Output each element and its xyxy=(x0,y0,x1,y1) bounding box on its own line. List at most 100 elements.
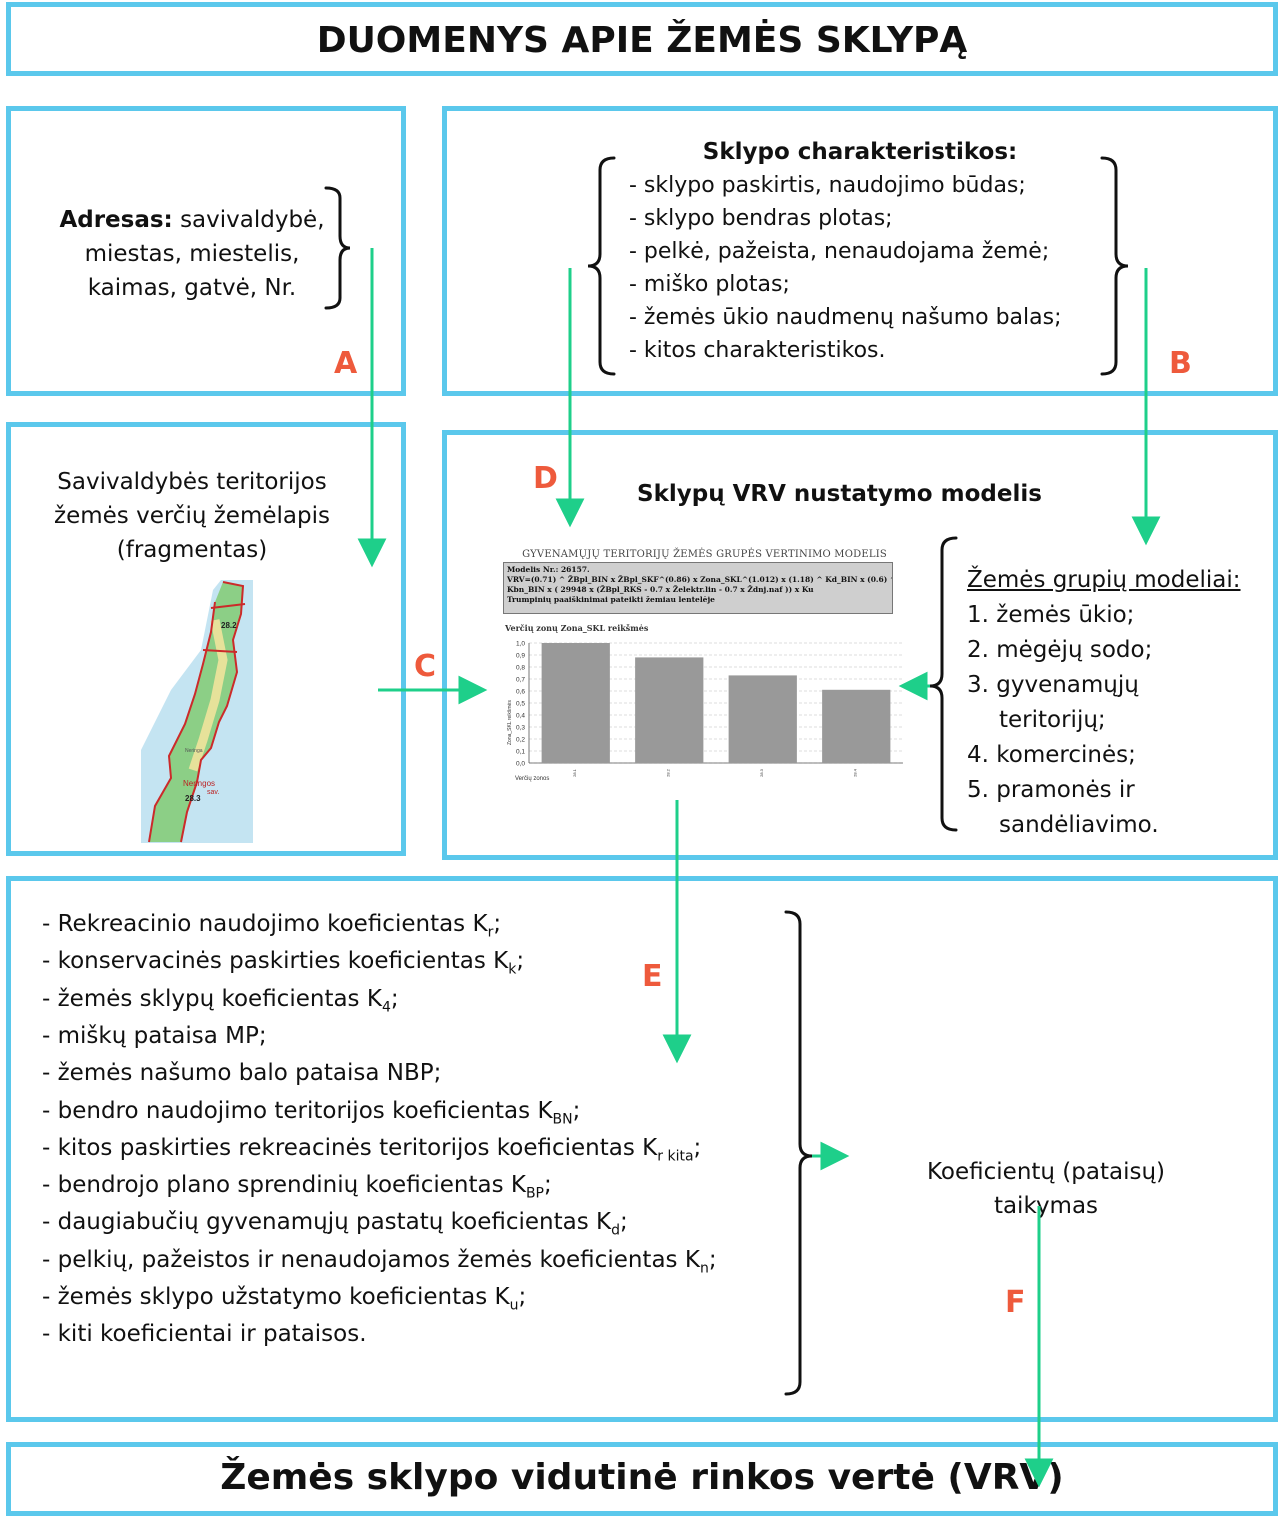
chart-bar xyxy=(822,689,891,763)
coefficient-end: ; xyxy=(620,1209,628,1236)
model-formula-line2: VRV=(0.71) ^ ŽBpl_BIN x ŽBpl_SKF^(0.86) … xyxy=(507,575,893,584)
address-bracket xyxy=(324,186,351,310)
coefficient-text: - kitos paskirties rekreacinės teritorij… xyxy=(42,1134,658,1161)
arrow-f-head xyxy=(1024,1458,1054,1488)
characteristics-title: Sklypo charakteristikos: xyxy=(702,139,1018,165)
coefficient-end: ; xyxy=(390,985,399,1012)
chart-y-axis-label: Zona_SKL reikšmės xyxy=(507,700,513,745)
header-box: DUOMENYS APIE ŽEMĖS SKLYPĄ xyxy=(6,2,1278,76)
coefficient-item: - pelkių, pažeistos ir nenaudojamos žemė… xyxy=(42,1247,717,1277)
coefficient-text: - Rekreacinio naudojimo koeficientas K xyxy=(42,911,488,937)
map-title-line2: žemės verčių žemėlapis xyxy=(54,503,330,529)
coefficient-text: - kiti koeficientai ir pataisos. xyxy=(42,1321,367,1348)
chart-x-tick-label: 28.2 xyxy=(665,768,670,777)
land-group-3b: teritorijų; xyxy=(999,707,1106,733)
coefficients-bracket xyxy=(784,910,813,1396)
coefficients-box: - Rekreacinio naudojimo koeficientas Kr;… xyxy=(6,876,1278,1422)
coefficient-end: ; xyxy=(516,948,525,975)
land-groups: Žemės grupių modeliai: 1. žemės ūkio; 2.… xyxy=(967,563,1241,843)
coefficient-text: - konservacinės paskirties koeficientas … xyxy=(42,948,509,975)
chart-y-tick-label: 0,3 xyxy=(516,725,525,732)
coefficient-subscript: BP xyxy=(525,1185,544,1202)
characteristics-list: - sklypo paskirtis, naudojimo būdas; - s… xyxy=(629,169,1062,367)
coefficient-end: ; xyxy=(493,911,502,937)
chart-y-tick-label: 0,5 xyxy=(516,701,525,708)
chart-bar xyxy=(635,657,704,763)
coefficient-end: ; xyxy=(572,1097,581,1124)
coefficient-text: - žemės sklypų koeficientas K xyxy=(42,985,382,1012)
model-panel: GYVENAMŲJŲ TERITORIJŲ ŽEMĖS GRUPĖS VERTI… xyxy=(503,543,906,808)
chart-y-tick-label: 0,4 xyxy=(516,713,525,720)
coefficient-end: ; xyxy=(708,1246,717,1273)
land-group-1: 1. žemės ūkio; xyxy=(967,602,1135,628)
char-item-4: - miško plotas; xyxy=(629,272,790,297)
char-item-2: - sklypo bendras plotas; xyxy=(629,206,893,231)
land-group-5: 5. pramonės ir xyxy=(967,777,1135,803)
chart-bar xyxy=(728,675,797,763)
characteristics-right-bracket xyxy=(1100,156,1129,376)
coefficient-text: - bendrojo plano sprendinių koeficientas… xyxy=(42,1172,526,1199)
chart-y-tick-label: 0,6 xyxy=(516,689,525,696)
arrow-c-head xyxy=(458,675,488,705)
model-formula-line1: Modelis Nr.: 26157. xyxy=(507,565,590,574)
coefficient-item: - miškų pataisa MP; xyxy=(42,1023,267,1049)
coefficient-text: - daugiabučių gyvenamųjų pastatų koefici… xyxy=(42,1209,612,1236)
apply-line1: Koeficientų (pataisų) xyxy=(926,1159,1166,1185)
map-label-sav: sav. xyxy=(207,789,219,796)
arrow-b-head xyxy=(1131,516,1161,546)
char-item-6: - kitos charakteristikos. xyxy=(629,338,886,363)
apply-line2: taikymas xyxy=(993,1193,1099,1219)
coefficient-item: - kitos paskirties rekreacinės teritorij… xyxy=(42,1135,701,1165)
land-group-2: 2. mėgėjų sodo; xyxy=(967,637,1153,663)
map-title-line3: (fragmentas) xyxy=(116,537,268,563)
arrow-d-head xyxy=(555,498,585,528)
coefficient-item: - konservacinės paskirties koeficientas … xyxy=(42,948,524,978)
coefficient-subscript: r xyxy=(487,924,494,941)
address-line3: kaimas, gatvė, Nr. xyxy=(87,275,297,301)
coefficient-item: - kiti koeficientai ir pataisos. xyxy=(42,1321,367,1347)
map-fragment: 28.2 28.3 Neringos sav. Neringa xyxy=(141,580,253,843)
letter-b: B xyxy=(1169,346,1192,381)
coefficient-subscript: n xyxy=(699,1260,709,1277)
coefficient-subscript: 4 xyxy=(381,999,391,1016)
model-formula-line4: Trumpinių paaiškinimai pateikti žemiau l… xyxy=(507,595,715,604)
coefficient-item: - bendro naudojimo teritorijos koeficien… xyxy=(42,1098,580,1128)
coefficient-subscript: d xyxy=(611,1222,621,1239)
chart-y-tick-label: 0,0 xyxy=(516,761,525,768)
char-item-5: - žemės ūkio naudmenų našumo balas; xyxy=(629,305,1062,330)
map-label-28-2: 28.2 xyxy=(221,621,237,630)
address-label: Adresas: xyxy=(59,207,173,233)
arrow-groups-head xyxy=(898,671,928,701)
chart-x-tick-label: 28.3 xyxy=(759,768,764,777)
chart-y-tick-label: 0,1 xyxy=(516,749,525,756)
footer-title: Žemės sklypo vidutinė rinkos vertė (VRV) xyxy=(220,1457,1064,1498)
char-item-3: - pelkė, pažeista, nenaudojama žemė; xyxy=(629,239,1050,264)
letter-f: F xyxy=(1005,1285,1026,1320)
header-title: DUOMENYS APIE ŽEMĖS SKLYPĄ xyxy=(316,20,968,61)
map-title-line1: Savivaldybės teritorijos xyxy=(57,469,327,495)
chart-y-tick-label: 0,8 xyxy=(516,665,525,672)
characteristics-left-bracket xyxy=(587,156,616,376)
coefficient-item: - žemės sklypų koeficientas K4; xyxy=(42,986,399,1016)
characteristics-box: Sklypo charakteristikos: - sklypo paskir… xyxy=(442,106,1278,396)
coefficient-end: ; xyxy=(518,1284,527,1310)
map-label-neringos: Neringos xyxy=(183,779,215,788)
model-formula-line3: Kbn_BIN x ( 29948 x (ŽBpl_RKS - 0.7 x Že… xyxy=(507,585,814,594)
coefficient-subscript: k xyxy=(508,961,517,978)
map-title: Savivaldybės teritorijos žemės verčių že… xyxy=(11,465,373,567)
chart-x-tick-label: 28.1 xyxy=(572,768,577,777)
land-group-4: 4. komercinės; xyxy=(967,742,1136,768)
char-item-1: - sklypo paskirtis, naudojimo būdas; xyxy=(629,173,1026,198)
coefficient-item: - daugiabučių gyvenamųjų pastatų koefici… xyxy=(42,1209,628,1239)
letter-c: C xyxy=(414,649,436,684)
letter-e: E xyxy=(642,959,663,994)
map-label-neringa: Neringa xyxy=(185,748,203,754)
chart-title: Verčių zonų Zona_SKL reikšmės xyxy=(505,623,649,633)
coefficient-text: - bendro naudojimo teritorijos koeficien… xyxy=(42,1097,553,1124)
coefficient-subscript: r kita xyxy=(657,1148,694,1165)
coefficients-apply: Koeficientų (pataisų) taikymas xyxy=(896,1155,1196,1223)
map-label-28-3: 28.3 xyxy=(185,794,201,803)
address-line1: savivaldybė, xyxy=(172,207,325,233)
letter-d: D xyxy=(533,461,558,496)
